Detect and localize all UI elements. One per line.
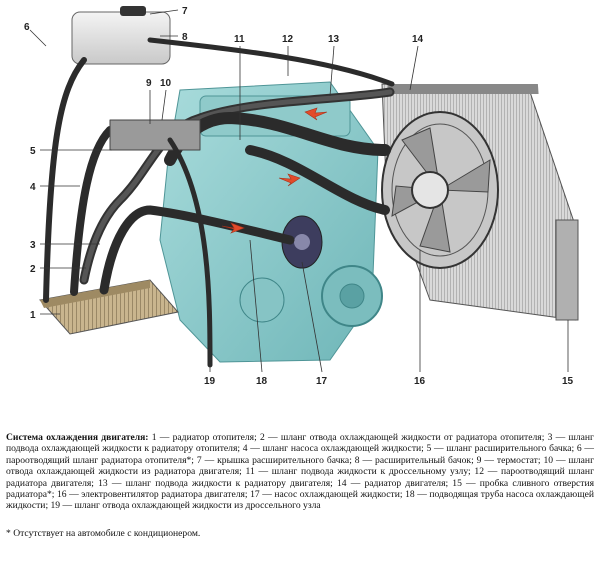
callout-7: 7 — [182, 6, 188, 17]
callout-6: 6 — [24, 22, 30, 33]
callout-13: 13 — [328, 34, 340, 45]
callout-leaders — [29, 9, 569, 373]
callout-11: 11 — [234, 34, 245, 45]
callout-3: 3 — [30, 240, 36, 251]
callout-18: 18 — [256, 376, 268, 387]
water-pump — [281, 215, 323, 269]
cooling-system-illustration: 1 2 3 4 5 6 7 8 9 10 11 12 13 14 15 16 1… — [24, 6, 579, 387]
expansion-tank — [71, 6, 171, 65]
footnote: * Отсутствует на автомобиле с кондиционе… — [6, 528, 201, 539]
callout-15: 15 — [562, 376, 574, 387]
caption-title: Система охлаждения двигателя: — [6, 432, 149, 443]
callout-8: 8 — [182, 32, 188, 43]
hoses — [43, 37, 395, 368]
callout-14: 14 — [412, 34, 424, 45]
callout-9: 9 — [146, 78, 152, 89]
callout-19: 19 — [204, 376, 216, 387]
flow-arrows — [221, 107, 328, 234]
callout-4: 4 — [30, 182, 36, 193]
callout-1: 1 — [30, 310, 36, 321]
callout-16: 16 — [414, 376, 426, 387]
radiator-fan — [381, 111, 499, 269]
figure-caption: Система охлаждения двигателя: 1 — радиат… — [6, 432, 594, 512]
callout-2: 2 — [30, 264, 36, 275]
callout-5: 5 — [30, 146, 36, 157]
callout-numbers: 1 2 3 4 5 6 7 8 9 10 11 12 13 14 15 16 1… — [24, 6, 574, 387]
heater-radiator — [39, 279, 179, 335]
caption-body: 1 — радиатор отопителя; 2 — шланг отвода… — [6, 432, 594, 512]
expansion-tank-cap — [120, 6, 146, 16]
callout-17: 17 — [316, 376, 328, 387]
callout-12: 12 — [282, 34, 294, 45]
callout-10: 10 — [160, 78, 172, 89]
